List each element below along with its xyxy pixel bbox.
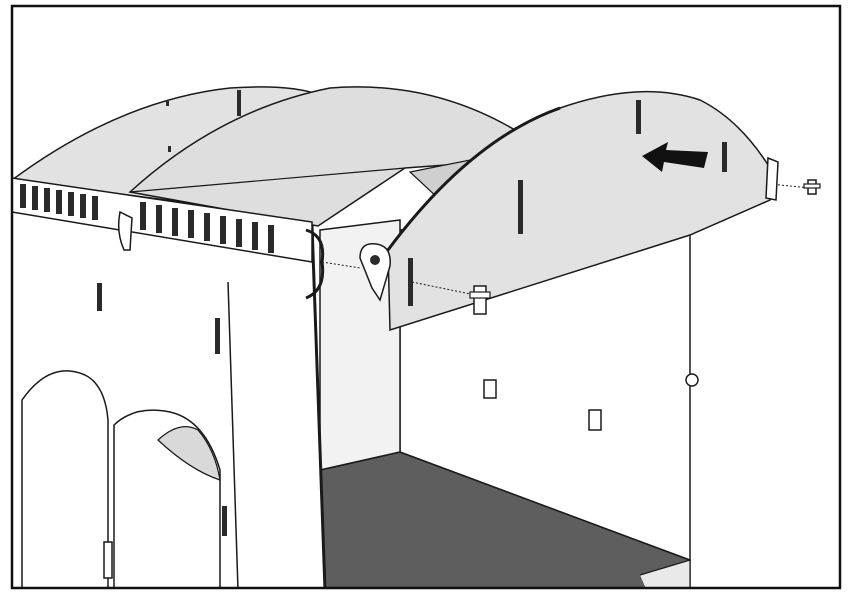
door-slot	[103, 541, 113, 579]
roof-slot	[722, 142, 727, 172]
roof-slot	[168, 146, 171, 152]
hinge-bracket	[359, 243, 391, 302]
wall-slot	[215, 318, 220, 354]
wall-slot	[588, 409, 602, 431]
wall-peg	[685, 373, 699, 387]
roof-slot	[518, 180, 523, 234]
door-left	[21, 370, 109, 588]
roof-slot	[237, 90, 241, 116]
wall-slot	[483, 379, 497, 399]
front-wall-edge	[227, 281, 239, 588]
roof-slot	[636, 100, 641, 134]
roof-slot	[408, 258, 413, 306]
guide-line	[321, 261, 361, 269]
wooden-peg-icon	[803, 179, 821, 195]
guide-line	[769, 183, 811, 189]
roof-panel-new-edge	[386, 106, 561, 251]
roof-seam	[129, 167, 406, 193]
wall-slot	[97, 283, 102, 311]
corner-clip-left	[117, 210, 133, 251]
hinge-hole	[370, 255, 380, 265]
roof-slot	[166, 100, 169, 106]
diagram-frame	[10, 4, 842, 590]
wall-slot	[222, 506, 227, 536]
floor-edge	[639, 559, 691, 588]
door-cutout	[157, 426, 221, 481]
guide-line	[411, 281, 481, 297]
roof-panel-middle	[128, 86, 516, 227]
arrow-left-icon	[642, 142, 708, 172]
front-wall-edge	[310, 224, 327, 588]
wooden-peg-icon	[469, 285, 491, 315]
side-clip	[765, 156, 779, 201]
tab-slots	[20, 184, 274, 253]
